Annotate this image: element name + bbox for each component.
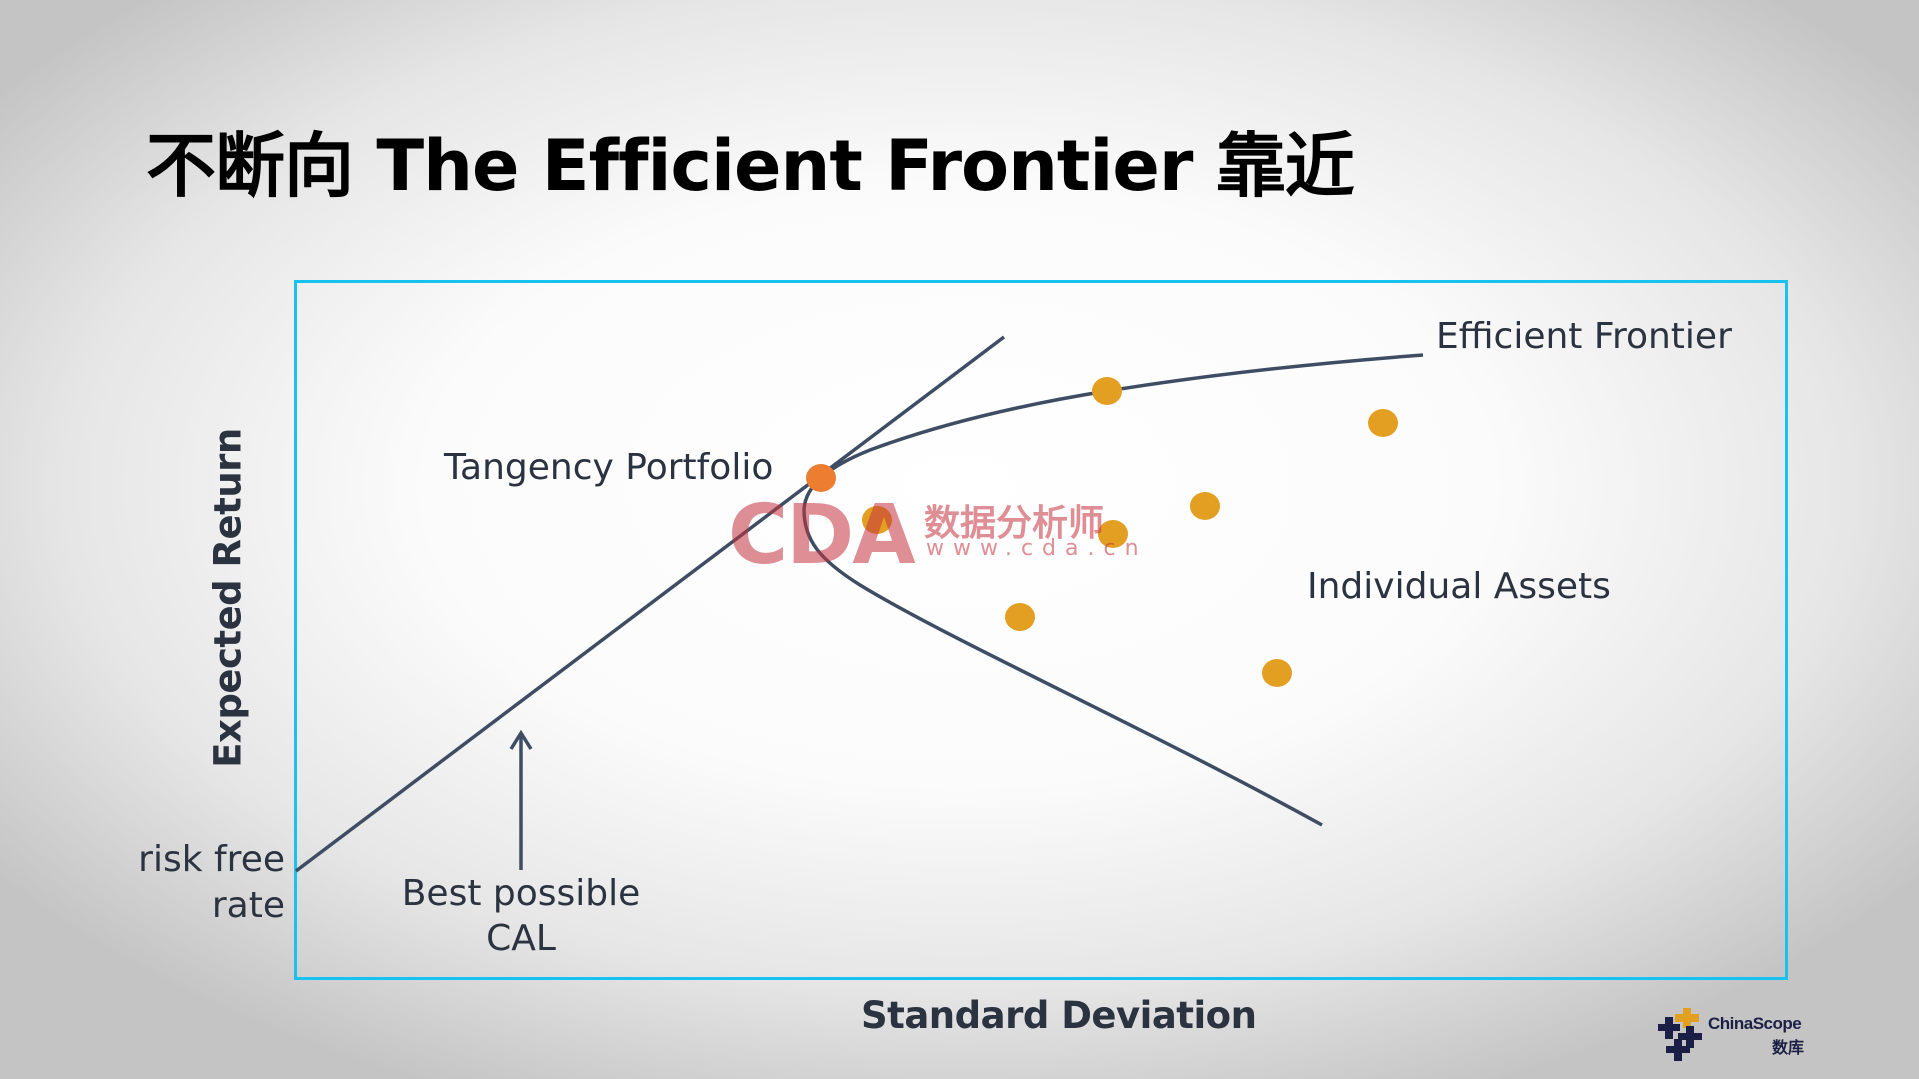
x-axis-label: Standard Deviation bbox=[861, 994, 1257, 1037]
logo-text: ChinaScope bbox=[1708, 1014, 1802, 1033]
best-cal-line1: Best possible bbox=[401, 873, 641, 914]
y-axis-label: Expected Return bbox=[206, 428, 250, 768]
efficient-frontier-label: Efficient Frontier bbox=[1436, 316, 1732, 357]
plot-frame bbox=[294, 280, 1788, 980]
asset-point bbox=[1368, 409, 1398, 437]
tangency-portfolio-label: Tangency Portfolio bbox=[444, 447, 774, 488]
logo-cn: 数库 bbox=[1772, 1038, 1805, 1057]
asset-point bbox=[1092, 377, 1122, 405]
best-cal-line2: CAL bbox=[486, 918, 556, 959]
asset-point bbox=[1098, 520, 1128, 548]
chinascope-cross-icon bbox=[1658, 1008, 1702, 1061]
risk-free-rate-label: risk free rate bbox=[120, 837, 285, 929]
capital-allocation-line bbox=[294, 335, 1006, 873]
efficient-frontier-lower bbox=[802, 509, 1323, 827]
chinascope-logo: ChinaScope 数库 bbox=[1656, 1006, 1826, 1066]
efficient-frontier-upper bbox=[802, 353, 1424, 511]
asset-point bbox=[862, 506, 892, 534]
asset-point bbox=[1190, 492, 1220, 520]
asset-point bbox=[1005, 603, 1035, 631]
asset-points bbox=[862, 377, 1398, 687]
individual-assets-label: Individual Assets bbox=[1307, 566, 1611, 607]
arrow-up-icon bbox=[509, 729, 533, 750]
best-cal-label: Best possible CAL bbox=[381, 871, 661, 961]
risk-free-line2: rate bbox=[211, 885, 285, 926]
slide-title: 不断向 The Efficient Frontier 靠近 bbox=[146, 125, 1355, 207]
asset-point bbox=[1262, 659, 1292, 687]
risk-free-line1: risk free bbox=[138, 839, 285, 880]
tangency-point bbox=[806, 464, 836, 492]
